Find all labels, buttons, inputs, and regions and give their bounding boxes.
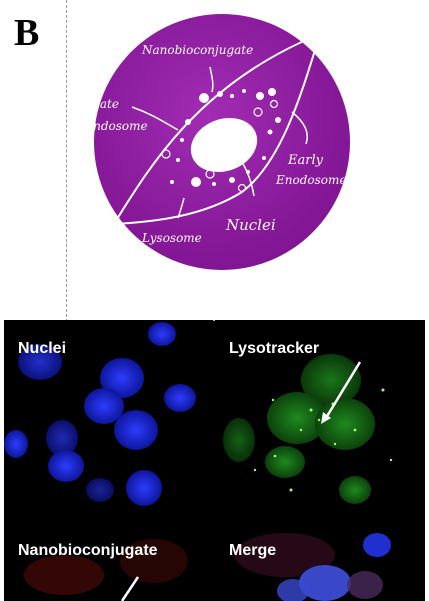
endosome-rings <box>161 99 279 193</box>
nanobioconjugate-arrow <box>120 576 140 601</box>
lysotracker-image <box>223 354 393 504</box>
label-lysotracker-panel: Lysotracker <box>229 340 320 357</box>
label-early: Early <box>287 153 324 168</box>
micrograph-grid: Nuclei Lysotracker <box>4 320 425 601</box>
micrograph-nuclei: Nuclei <box>4 320 213 523</box>
micrograph-nanobioconjugate: Nanobioconjugate <box>4 525 213 601</box>
micrograph-lysotracker: Lysotracker <box>215 320 425 523</box>
label-lysosome: Lysosome <box>141 231 202 245</box>
micrograph-merge: Merge <box>215 525 425 601</box>
cell-outline <box>112 32 322 226</box>
label-merge-panel: Merge <box>229 542 277 559</box>
label-nuclei-panel: Nuclei <box>18 340 67 357</box>
nanobioconjugate-image <box>24 539 188 601</box>
label-enodosome: Enodosome <box>275 173 346 187</box>
label-endosome: endosome <box>92 119 148 133</box>
merge-image <box>235 533 391 601</box>
label-nanobioconjugate: Nanobioconjugate <box>141 43 253 57</box>
guide-line <box>66 0 67 601</box>
label-nanobioconjugate-panel: Nanobioconjugate <box>18 542 158 559</box>
vesicles <box>170 88 281 187</box>
label-nuclei: Nuclei <box>225 216 276 234</box>
frame-top-line <box>4 320 425 321</box>
cell-schematic: Nanobioconjugate late endosome Early Eno… <box>92 14 350 270</box>
lysotracker-arrow <box>324 361 362 419</box>
panel-label: B <box>14 12 40 54</box>
nucleus-shape <box>190 117 258 173</box>
label-late: late <box>96 97 119 111</box>
annotation-arrows <box>131 66 308 219</box>
nuclei-image <box>4 322 196 506</box>
